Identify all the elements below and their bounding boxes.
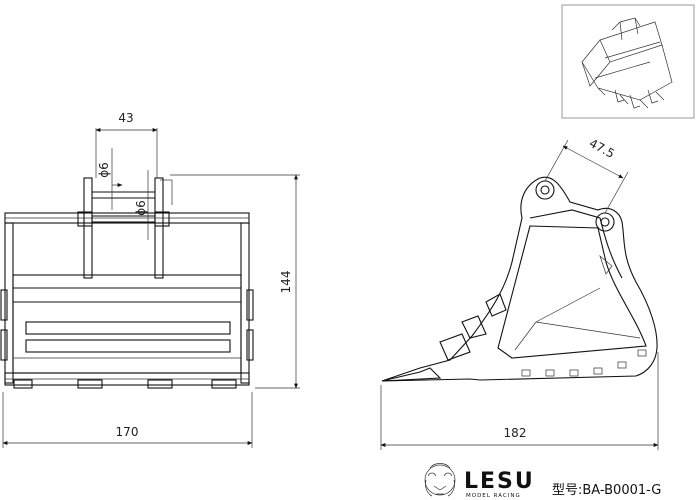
dim-height: 144 <box>279 271 293 294</box>
dim-pin-dia-right: ϕ6 <box>134 200 148 216</box>
dim-side-pin-spacing: 47.5 <box>587 136 617 161</box>
dim-pin-dia-left: ϕ6 <box>97 162 111 178</box>
model-label: 型号:BA-B0001-G <box>552 483 661 498</box>
brand-name: LESU <box>464 469 535 494</box>
brand-tagline: MODEL RACING <box>466 493 521 499</box>
iso-bucket-illustration <box>581 17 673 109</box>
front-view <box>0 177 254 389</box>
dim-width: 170 <box>116 425 139 439</box>
front-dimensions: 43 ϕ6 ϕ6 144 170 <box>2 111 300 448</box>
iso-view-frame <box>561 4 695 119</box>
title-block: LESU MODEL RACING 型号:BA-B0001-G <box>424 463 661 499</box>
lion-logo-icon <box>424 463 456 497</box>
dim-length: 182 <box>504 426 527 440</box>
iso-view <box>561 4 695 119</box>
side-dimensions: 47.5 182 <box>380 136 659 450</box>
dim-pin-spacing: 43 <box>118 111 133 125</box>
side-view <box>381 176 658 382</box>
